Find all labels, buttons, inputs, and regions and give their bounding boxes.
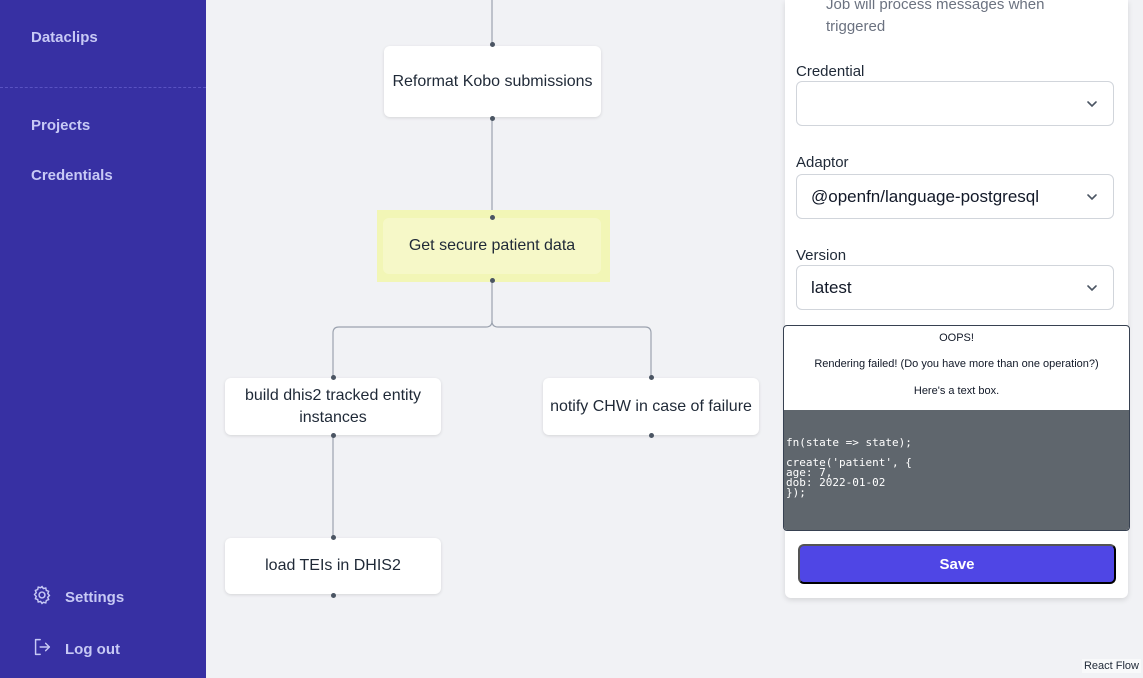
node-label: load TEIs in DHIS2 bbox=[265, 557, 401, 574]
version-label: Version bbox=[796, 247, 847, 264]
workflow-node-load-teis[interactable]: load TEIs in DHIS2 bbox=[225, 538, 441, 594]
sidebar-divider bbox=[0, 87, 206, 88]
node-handle-target[interactable] bbox=[490, 42, 495, 47]
node-handle-source[interactable] bbox=[331, 593, 336, 598]
error-note: Here's a text box. bbox=[913, 385, 1000, 397]
node-label: notify CHW in case of failure bbox=[550, 397, 752, 415]
gear-icon bbox=[31, 584, 53, 610]
credential-label: Credential bbox=[796, 63, 865, 80]
node-handle-source[interactable] bbox=[490, 278, 495, 283]
trigger-hint: Job will process messages when triggered bbox=[826, 0, 1045, 35]
chevron-down-icon bbox=[1087, 194, 1097, 201]
sidebar-item-label: Log out bbox=[65, 640, 120, 658]
adaptor-label: Adaptor bbox=[796, 154, 849, 171]
logout-icon bbox=[31, 636, 53, 662]
workflow-node-build-dhis2[interactable]: build dhis2 tracked entity instances bbox=[225, 378, 441, 435]
workflow-node-notify-chw[interactable]: notify CHW in case of failure bbox=[543, 378, 759, 435]
node-handle-target[interactable] bbox=[331, 375, 336, 380]
workflow-node-get-patient-data[interactable]: Get secure patient data bbox=[383, 218, 601, 274]
error-message: Rendering failed! (Do you have more than… bbox=[814, 358, 1099, 370]
node-handle-source[interactable] bbox=[331, 433, 336, 438]
chevron-down-icon bbox=[1087, 101, 1097, 108]
sidebar-item-settings[interactable]: Settings bbox=[31, 584, 124, 610]
render-error-box: OOPS! Rendering failed! (Do you have mor… bbox=[783, 325, 1130, 531]
adaptor-select[interactable]: @openfn/language-postgresql bbox=[796, 174, 1114, 219]
sidebar: Dataclips Projects Credentials Settings … bbox=[0, 0, 206, 678]
node-handle-target[interactable] bbox=[331, 535, 336, 540]
sidebar-item-dataclips[interactable]: Dataclips bbox=[31, 29, 98, 46]
workflow-node-reformat-kobo[interactable]: Reformat Kobo submissions bbox=[384, 46, 601, 117]
sidebar-item-log-out[interactable]: Log out bbox=[31, 636, 120, 662]
node-handle-source[interactable] bbox=[649, 433, 654, 438]
code-textarea[interactable]: fn(state => state); create('patient', { … bbox=[784, 410, 1129, 530]
save-button[interactable]: Save bbox=[798, 544, 1116, 584]
sidebar-item-label: Settings bbox=[65, 588, 125, 606]
node-handle-target[interactable] bbox=[490, 215, 495, 220]
sidebar-item-credentials[interactable]: Credentials bbox=[31, 167, 113, 184]
node-label: Get secure patient data bbox=[408, 237, 576, 254]
react-flow-attribution[interactable]: React Flow bbox=[1081, 659, 1141, 673]
node-handle-target[interactable] bbox=[649, 375, 654, 380]
node-handle-source[interactable] bbox=[490, 116, 495, 121]
job-panel: Job will process messages when triggered… bbox=[783, 0, 1130, 598]
select-value: latest bbox=[811, 277, 852, 297]
workflow-node-selected-highlight: Get secure patient data bbox=[377, 210, 610, 282]
credential-select[interactable] bbox=[796, 81, 1114, 126]
error-title: OOPS! bbox=[939, 332, 974, 344]
select-value: @openfn/language-postgresql bbox=[811, 186, 1040, 206]
node-label: build dhis2 tracked entity instances bbox=[244, 386, 422, 426]
sidebar-item-projects[interactable]: Projects bbox=[31, 117, 91, 134]
chevron-down-icon bbox=[1087, 285, 1097, 292]
workflow-edges bbox=[332, 0, 652, 537]
node-label: Reformat Kobo submissions bbox=[392, 72, 593, 90]
version-select[interactable]: latest bbox=[796, 265, 1114, 310]
